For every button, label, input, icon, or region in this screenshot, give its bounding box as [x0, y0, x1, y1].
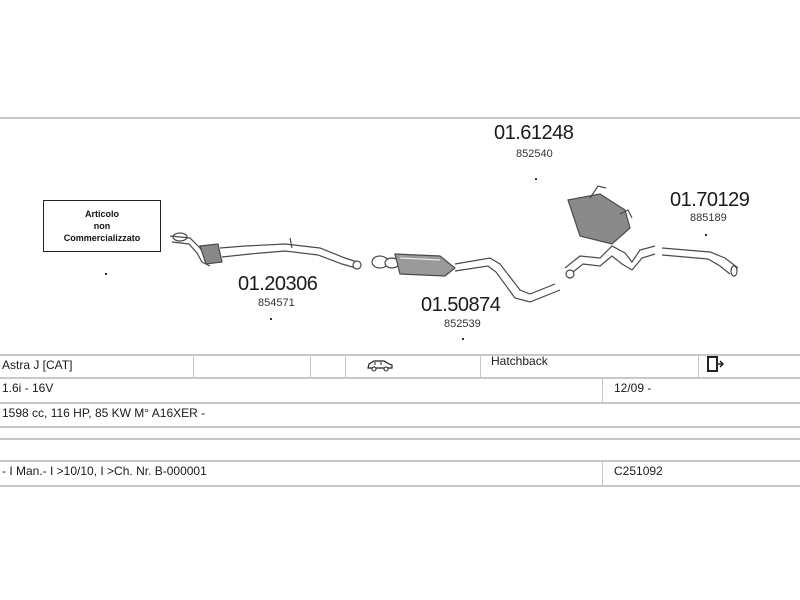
exhaust-diagram: Articolo non Commercializzato 01.61248 8…	[0, 118, 800, 354]
table-rule	[0, 438, 800, 440]
not-commercialized-line1: Articolo	[84, 209, 119, 219]
tail-pipe-part[interactable]	[661, 247, 739, 277]
table-rule	[0, 460, 800, 462]
top-rule	[0, 117, 800, 119]
table-top-rule	[0, 354, 800, 356]
leader-dot	[270, 318, 272, 320]
document-arrow-icon[interactable]	[706, 356, 726, 378]
engine-specs: 1598 cc, 116 HP, 85 KW M° A16XER -	[2, 406, 206, 420]
not-commercialized-line3: Commercializzato	[63, 233, 141, 243]
not-commercialized-box: Articolo non Commercializzato	[43, 200, 161, 252]
part-code-middle[interactable]: 01.50874	[421, 294, 501, 316]
leader-dot	[105, 273, 107, 275]
vehicle-model: Astra J [CAT]	[2, 358, 73, 372]
middle-silencer-part[interactable]	[371, 253, 561, 303]
not-commercialized-line2: non	[93, 221, 111, 231]
date-range: 12/09 -	[614, 381, 652, 395]
table-rule	[0, 426, 800, 428]
car-icon	[366, 358, 394, 380]
table-row-specs: 1598 cc, 116 HP, 85 KW M° A16XER -	[0, 403, 800, 425]
table-rule	[0, 402, 800, 404]
engine-type: 1.6i - 16V	[2, 381, 54, 395]
leader-dot	[705, 234, 707, 236]
table-bottom-rule	[0, 485, 800, 487]
part-code-rear-upper[interactable]: 01.61248	[494, 122, 574, 144]
front-pipe-part[interactable]	[169, 232, 362, 270]
part-ref-rear-upper: 852540	[516, 148, 553, 160]
vehicle-notes: - I Man.- I >10/10, I >Ch. Nr. B-000001	[2, 464, 207, 478]
body-type: Hatchback	[491, 354, 548, 368]
exhaust-system-drawing	[169, 185, 739, 303]
part-ref-front: 854571	[258, 297, 295, 309]
table-row-engine: 1.6i - 16V 12/09 -	[0, 378, 800, 402]
table-row-notes: - I Man.- I >10/10, I >Ch. Nr. B-000001 …	[0, 461, 800, 485]
part-ref-middle: 852539	[444, 318, 481, 330]
catalog-code: C251092	[614, 464, 663, 478]
leader-dot	[462, 338, 464, 340]
part-code-front[interactable]: 01.20306	[238, 273, 318, 295]
part-code-tail[interactable]: 01.70129	[670, 189, 750, 211]
table-rule	[0, 377, 800, 379]
rear-silencer-part[interactable]	[564, 185, 656, 279]
table-row-model: Astra J [CAT] Hatchback	[0, 354, 800, 380]
part-ref-tail: 885189	[690, 212, 727, 224]
leader-dot	[535, 178, 537, 180]
